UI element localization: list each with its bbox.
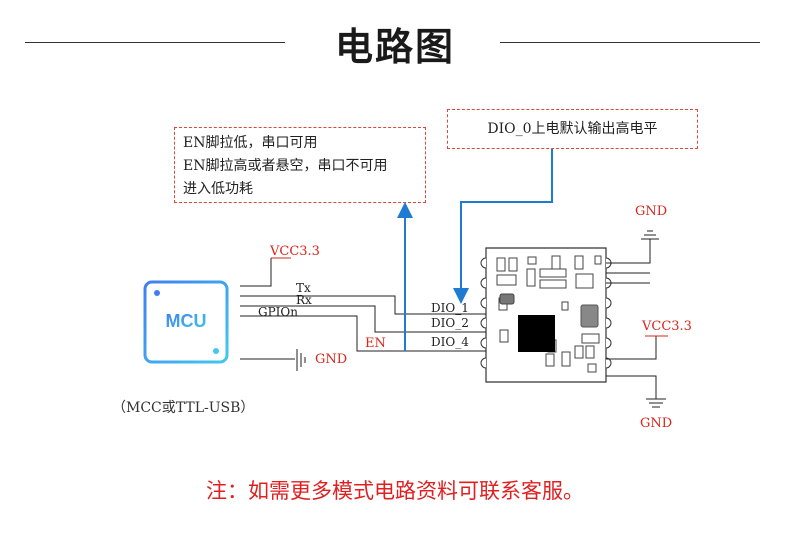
gnd-left-label: GND: [315, 352, 347, 367]
mcu-chip: MCU: [130, 270, 240, 376]
en-label: EN: [365, 336, 386, 351]
callout-arrows: [397, 149, 553, 351]
dio4-label: DIO_4: [431, 335, 469, 349]
mcu-label: MCU: [166, 311, 207, 331]
en-pin-info-box: EN脚拉低，串口可用 EN脚拉高或者悬空，串口不可用 进入低功耗: [174, 127, 426, 203]
gnd-top-label: GND: [635, 204, 667, 219]
title-rule-right: [500, 42, 760, 43]
en-info-line-1: EN脚拉低，串口可用: [183, 135, 318, 151]
rx-label: Rx: [296, 293, 312, 307]
mcu-pins: [130, 270, 240, 376]
wires: [240, 230, 666, 408]
dio2-label: DIO_2: [431, 316, 469, 330]
page-title: 电路图: [334, 25, 455, 69]
footer-note: 注：如需更多模式电路资料可联系客服。: [206, 479, 584, 503]
vcc-right-label: VCC3.3: [641, 319, 692, 334]
title-rule-left: [25, 42, 285, 43]
gpio-label: GPIOn: [258, 305, 298, 319]
dio1-label: DIO_1: [431, 301, 469, 315]
power-rails: [271, 257, 668, 337]
en-info-line-2: EN脚拉高或者悬空，串口不可用: [183, 158, 388, 174]
tx-label: Tx: [296, 281, 311, 295]
vcc-left-label: VCC3.3: [269, 244, 320, 259]
wireless-module: [480, 247, 612, 383]
en-info-line-3: 进入低功耗: [183, 181, 253, 197]
dio0-info-box: DIO_0上电默认输出高电平: [447, 109, 698, 149]
mcu-caption: （MCC或TTL-USB）: [112, 400, 255, 416]
gnd-bottom-label: GND: [640, 416, 672, 431]
